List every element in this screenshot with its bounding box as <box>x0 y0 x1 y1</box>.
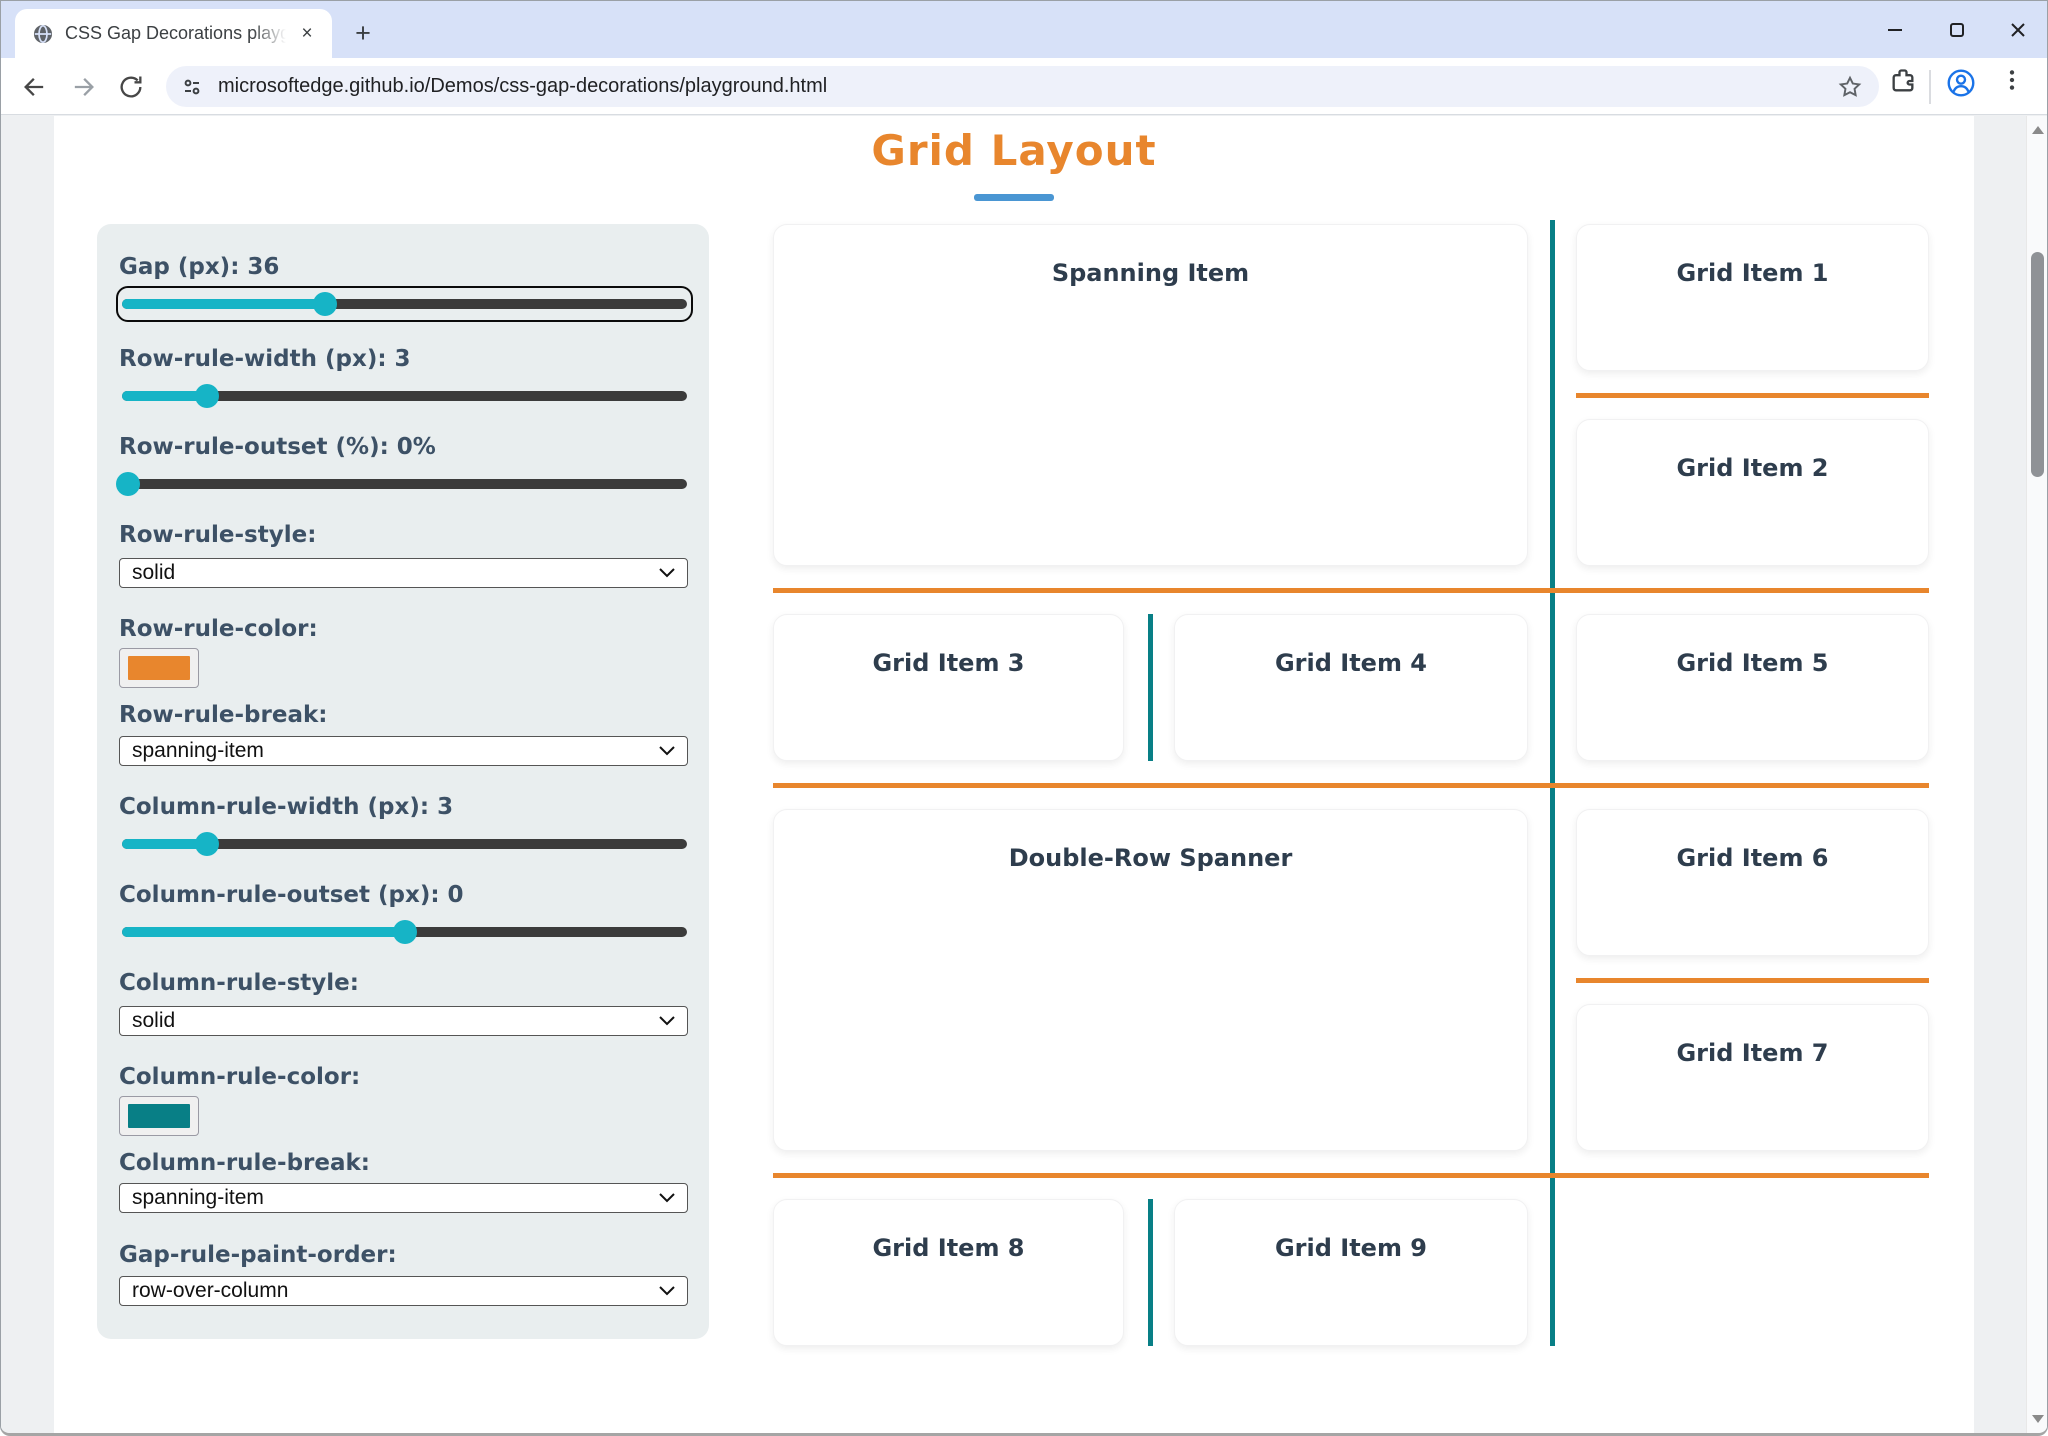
grid-card-spanning-item: Spanning Item <box>773 224 1528 566</box>
row-rule-width-label: Row-rule-width (px): 3 <box>119 346 411 372</box>
window-close-button[interactable] <box>1987 1 2047 58</box>
profile-avatar-icon <box>1947 69 1975 97</box>
row-rule-outset-slider[interactable] <box>115 472 687 496</box>
toolbar-separator <box>1929 70 1931 104</box>
chevron-down-icon <box>659 568 675 578</box>
close-icon <box>2011 22 2025 37</box>
scrollbar-thumb[interactable] <box>2031 252 2044 477</box>
slider-thumb[interactable] <box>194 832 219 856</box>
triangle-up-icon <box>2031 126 2044 134</box>
slider-thumb[interactable] <box>392 920 417 944</box>
browser-menu-button[interactable] <box>1999 67 2025 93</box>
column-rule-color-label: Column-rule-color: <box>119 1064 361 1090</box>
grid-card-item-8: Grid Item 8 <box>773 1199 1124 1346</box>
page-viewport: Grid Layout Gap (px): 36 Row-rule-width … <box>1 116 2028 1433</box>
title-underline <box>974 194 1054 201</box>
color-chip <box>128 1104 190 1128</box>
grid-card-item-7: Grid Item 7 <box>1576 1004 1929 1151</box>
chevron-down-icon <box>659 1286 675 1296</box>
scroll-down-button[interactable] <box>2027 1409 2047 1429</box>
scroll-up-button[interactable] <box>2027 120 2047 140</box>
window-minimize-button[interactable] <box>1864 1 1926 58</box>
row-rule-segment <box>1576 393 1929 398</box>
row-rule-segment <box>1576 978 1929 983</box>
browser-tab[interactable]: CSS Gap Decorations playgroun × <box>15 9 332 58</box>
grid-card-item-6: Grid Item 6 <box>1576 809 1929 956</box>
grid-card-item-2: Grid Item 2 <box>1576 419 1929 566</box>
extensions-button[interactable] <box>1889 67 1917 95</box>
address-bar[interactable]: microsoftedge.github.io/Demos/css-gap-de… <box>166 66 1879 107</box>
gap-rule-paint-order-label: Gap-rule-paint-order: <box>119 1242 397 1268</box>
row-rule-segment <box>773 1173 1929 1178</box>
globe-favicon-icon <box>33 24 53 43</box>
select-value: spanning-item <box>132 1186 264 1209</box>
select-value: solid <box>132 1009 176 1032</box>
grid-card-item-1: Grid Item 1 <box>1576 224 1929 371</box>
select-value: row-over-column <box>132 1279 289 1302</box>
grid-card-item-5: Grid Item 5 <box>1576 614 1929 761</box>
column-rule-break-label: Column-rule-break: <box>119 1150 370 1176</box>
controls-panel: Gap (px): 36 Row-rule-width (px): 3 Row-… <box>97 224 709 1339</box>
kebab-menu-icon <box>2009 70 2015 90</box>
forward-arrow-icon <box>74 78 94 96</box>
minimize-icon <box>1888 28 1902 31</box>
gap-slider[interactable] <box>116 286 693 322</box>
row-rule-width-slider[interactable] <box>122 384 687 408</box>
url-text[interactable]: microsoftedge.github.io/Demos/css-gap-de… <box>218 75 828 97</box>
color-chip <box>128 656 190 680</box>
triangle-down-icon <box>2031 1415 2044 1423</box>
new-tab-button[interactable]: + <box>355 17 371 48</box>
grid-card-double-row-spanner: Double-Row Spanner <box>773 809 1528 1151</box>
select-value: solid <box>132 561 176 584</box>
column-rule-style-label: Column-rule-style: <box>119 970 359 996</box>
vertical-scrollbar[interactable] <box>2026 116 2047 1433</box>
browser-toolbar: microsoftedge.github.io/Demos/css-gap-de… <box>1 58 2047 115</box>
row-rule-color-label: Row-rule-color: <box>119 616 318 642</box>
back-button[interactable] <box>15 67 55 107</box>
site-info-icon[interactable] <box>180 75 204 99</box>
column-rule-outset-slider[interactable] <box>122 920 687 944</box>
tab-strip: CSS Gap Decorations playgroun × + <box>1 1 2047 58</box>
row-rule-style-select[interactable]: solid <box>119 558 688 588</box>
grid-card-item-9: Grid Item 9 <box>1174 1199 1528 1346</box>
row-rule-break-label: Row-rule-break: <box>119 702 328 728</box>
maximize-icon <box>1950 22 1964 37</box>
grid-card-item-4: Grid Item 4 <box>1174 614 1528 761</box>
back-arrow-icon <box>24 78 44 96</box>
chevron-down-icon <box>659 746 675 756</box>
gap-rule-paint-order-select[interactable]: row-over-column <box>119 1276 688 1306</box>
column-rule-width-slider[interactable] <box>122 832 687 856</box>
slider-thumb[interactable] <box>115 472 140 496</box>
reload-icon <box>120 76 142 98</box>
row-rule-segment <box>773 783 1929 788</box>
gap-slider-label: Gap (px): 36 <box>119 254 280 280</box>
bookmark-star-icon[interactable] <box>1837 74 1863 100</box>
column-rule-outset-label: Column-rule-outset (px): 0 <box>119 882 464 908</box>
row-rule-segment <box>773 588 1929 593</box>
row-rule-outset-label: Row-rule-outset (%): 0% <box>119 434 436 460</box>
column-rule-segment <box>1148 614 1153 761</box>
reload-button[interactable] <box>111 67 151 107</box>
page-title: Grid Layout <box>871 126 1157 175</box>
row-rule-color-picker[interactable] <box>119 648 199 688</box>
window-maximize-button[interactable] <box>1926 1 1988 58</box>
column-rule-color-picker[interactable] <box>119 1096 199 1136</box>
grid-card-item-3: Grid Item 3 <box>773 614 1124 761</box>
row-rule-style-label: Row-rule-style: <box>119 522 317 548</box>
column-rule-break-select[interactable]: spanning-item <box>119 1183 688 1213</box>
column-rule-segment <box>1148 1199 1153 1346</box>
slider-thumb[interactable] <box>313 292 338 316</box>
select-value: spanning-item <box>132 739 264 762</box>
extensions-puzzle-icon <box>1892 69 1914 92</box>
tab-title: CSS Gap Decorations playgroun <box>65 23 286 43</box>
slider-thumb[interactable] <box>194 384 219 408</box>
chevron-down-icon <box>659 1016 675 1026</box>
column-rule-style-select[interactable]: solid <box>119 1006 688 1036</box>
chevron-down-icon <box>659 1193 675 1203</box>
tab-close-icon[interactable]: × <box>301 22 313 44</box>
forward-button[interactable] <box>63 67 103 107</box>
profile-button[interactable] <box>1945 67 1977 99</box>
column-rule-width-label: Column-rule-width (px): 3 <box>119 794 454 820</box>
row-rule-break-select[interactable]: spanning-item <box>119 736 688 766</box>
